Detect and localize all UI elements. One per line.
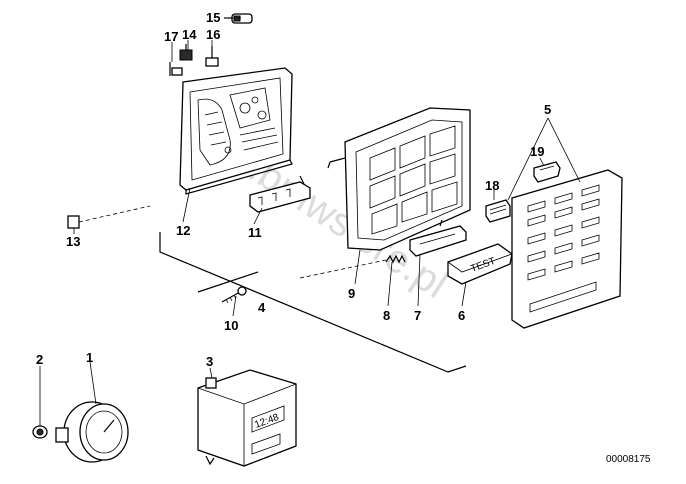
connector-part-18 — [485, 199, 511, 223]
callout-16: 16 — [206, 27, 220, 42]
callout-5: 5 — [544, 102, 551, 117]
gauge-part — [55, 401, 129, 463]
callout-6: 6 — [458, 308, 465, 323]
callout-11: 11 — [248, 225, 262, 240]
callout-1: 1 — [86, 350, 93, 365]
clock-module-part: 12:48 — [197, 369, 297, 467]
callout-8: 8 — [383, 308, 390, 323]
assembly-bracket-line — [159, 232, 467, 373]
callout-17: 17 — [164, 29, 178, 44]
housing-frame-part — [327, 107, 471, 251]
clip-part-13 — [67, 205, 151, 229]
reference-code: 00008175 — [606, 454, 651, 465]
nut-part — [32, 425, 48, 439]
callout-14: 14 — [182, 27, 197, 42]
screw-part-10 — [221, 286, 247, 304]
lens-part-19 — [533, 161, 561, 183]
switch-slider-part — [409, 219, 467, 257]
callout-12: 12 — [176, 223, 190, 238]
test-button-part: TEST — [447, 243, 513, 285]
clip-part-14 — [179, 44, 193, 61]
callout-3: 3 — [206, 354, 213, 369]
bulb-part-15 — [224, 13, 253, 24]
screw-part-17 — [169, 62, 183, 76]
callout-10: 10 — [224, 318, 238, 333]
front-panel-part — [511, 169, 623, 329]
callout-13: 13 — [66, 234, 80, 249]
callout-9: 9 — [348, 286, 355, 301]
callout-4-line — [197, 271, 259, 293]
callout-18: 18 — [485, 178, 499, 193]
callout-15: 15 — [206, 10, 220, 25]
callout-leaders — [39, 17, 581, 426]
callout-4: 4 — [258, 300, 266, 315]
connector-strip-part — [249, 175, 311, 213]
spring-part — [299, 254, 406, 279]
callout-7: 7 — [414, 308, 421, 323]
callout-2: 2 — [36, 352, 43, 367]
circuit-board-part — [179, 67, 293, 195]
callout-19: 19 — [530, 144, 544, 159]
